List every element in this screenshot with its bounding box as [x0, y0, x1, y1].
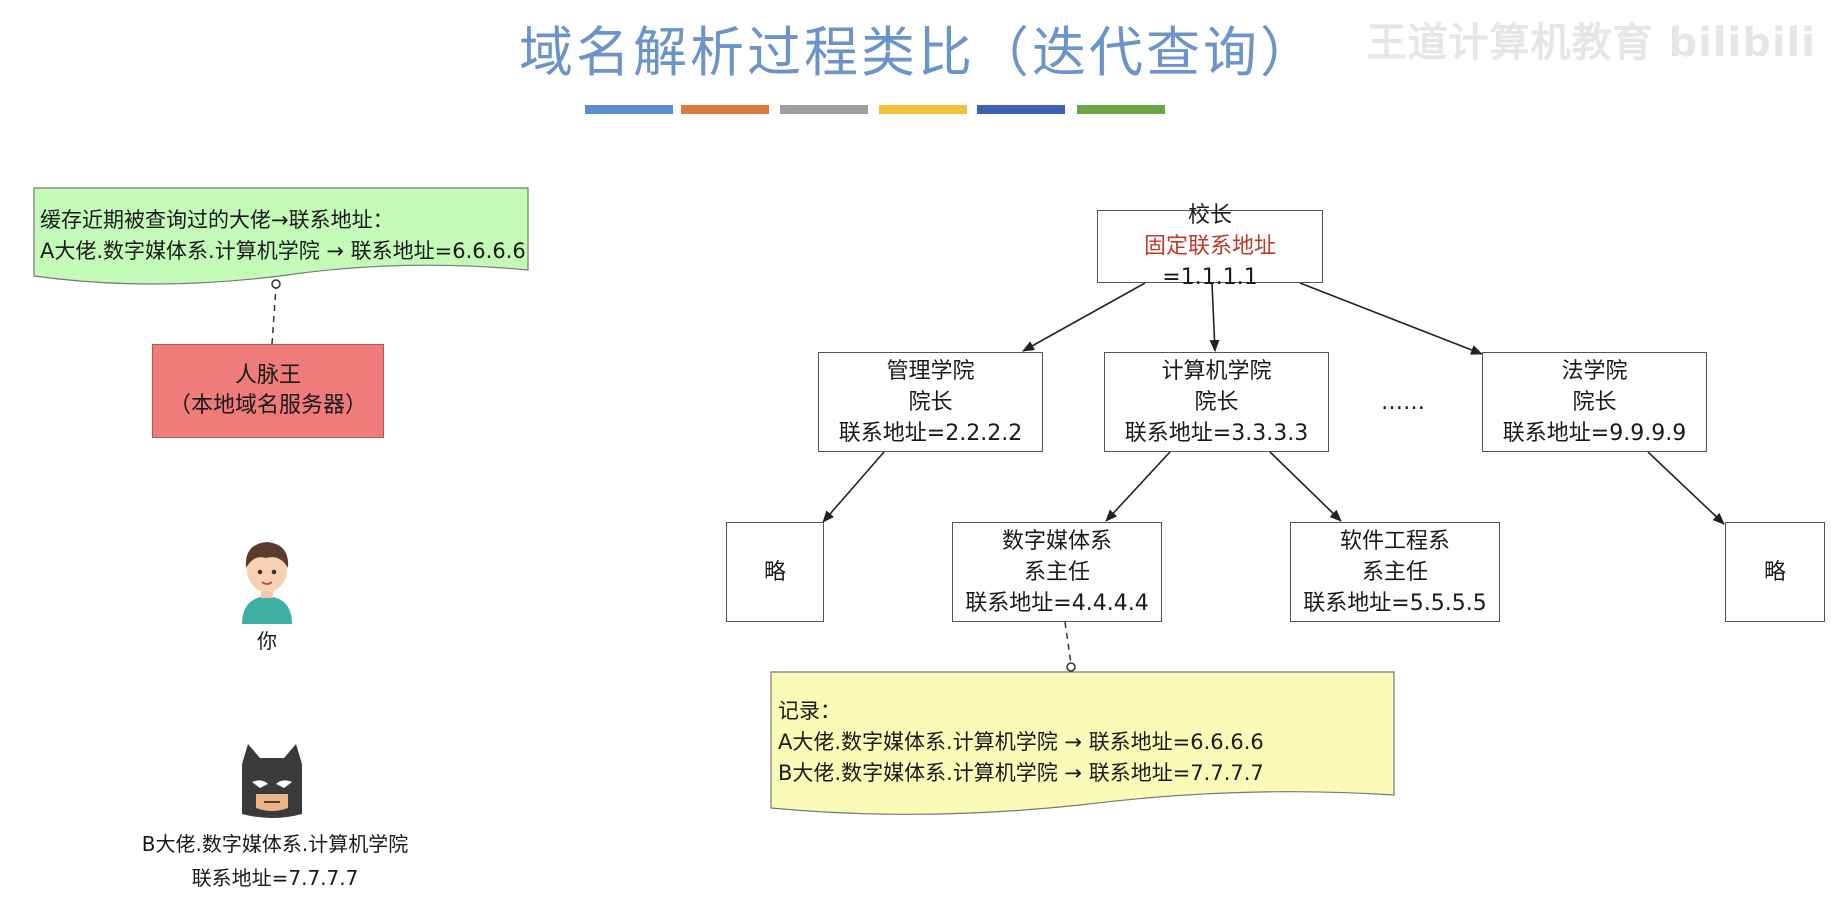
college-role: 院长 [1572, 389, 1617, 415]
college-address: 联系地址=9.9.9.9 [1502, 420, 1687, 446]
record-note-shape [770, 671, 1395, 815]
record-note-line1: 记录： [778, 699, 841, 723]
local-server-subtitle: （本地域名服务器） [168, 393, 367, 418]
arrow-root-law [1299, 282, 1483, 355]
root-address: 固定联系地址 =1.1.1.1 [1098, 231, 1322, 293]
color-bar-3 [780, 105, 868, 114]
b-person-name: B大佬.数字媒体系.计算机学院 [141, 832, 409, 856]
department-address: 联系地址=4.4.4.4 [965, 590, 1149, 616]
record-note-connector [1064, 621, 1072, 665]
cache-note-connector [271, 286, 277, 345]
color-bar-5 [977, 105, 1065, 114]
college-address: 联系地址=2.2.2.2 [838, 420, 1023, 446]
department-node-digital-media: 数字媒体系 系主任 联系地址=4.4.4.4 [952, 522, 1162, 622]
omitted-node-left: 略 [726, 522, 824, 622]
local-server-name: 人脉王 [234, 363, 301, 388]
college-role: 院长 [1194, 389, 1239, 415]
arrow-cs-software [1269, 451, 1342, 522]
cache-note-line1: 缓存近期被查询过的大佬→联系地址： [40, 208, 394, 232]
department-address: 联系地址=5.5.5.5 [1303, 590, 1487, 616]
college-node-cs: 计算机学院 院长 联系地址=3.3.3.3 [1104, 352, 1329, 452]
batman-mask-icon [242, 744, 302, 818]
cache-note-line2: A大佬.数字媒体系.计算机学院 → 联系地址=6.6.6.6 [40, 239, 526, 263]
cache-note-anchor [271, 279, 281, 289]
root-address-label: 固定联系地址 [1143, 234, 1276, 259]
color-bar-1 [585, 105, 673, 114]
root-node-principal: 校长 固定联系地址 =1.1.1.1 [1097, 203, 1323, 290]
color-bar-4 [879, 105, 967, 114]
department-title: 数字媒体系 [1001, 528, 1112, 554]
root-title: 校长 [1187, 203, 1232, 228]
college-title: 计算机学院 [1161, 358, 1272, 384]
cache-note-shape [33, 187, 529, 285]
college-title: 管理学院 [886, 358, 975, 384]
record-note-line2: A大佬.数字媒体系.计算机学院 → 联系地址=6.6.6.6 [778, 730, 1264, 754]
color-bar-2 [681, 105, 769, 114]
omitted-label: 略 [1763, 559, 1786, 585]
record-note-anchor [1066, 662, 1076, 672]
arrow-root-management [1022, 282, 1146, 352]
boy-avatar-icon [242, 542, 292, 624]
omitted-label: 略 [763, 559, 786, 585]
department-role: 系主任 [1361, 559, 1428, 585]
local-dns-server-box: 人脉王 （本地域名服务器） [152, 344, 384, 438]
college-address: 联系地址=3.3.3.3 [1124, 420, 1309, 446]
arrow-root-cs [1209, 282, 1220, 352]
root-address-value: =1.1.1.1 [1162, 265, 1258, 290]
department-title: 软件工程系 [1339, 528, 1450, 554]
color-bar-6 [1077, 105, 1165, 114]
college-title: 法学院 [1561, 358, 1628, 384]
arrow-cs-digital-media [1105, 451, 1171, 522]
department-node-software: 软件工程系 系主任 联系地址=5.5.5.5 [1290, 522, 1500, 622]
page-title: 域名解析过程类比（迭代查询） [519, 21, 1317, 84]
college-node-management: 管理学院 院长 联系地址=2.2.2.2 [818, 352, 1043, 452]
college-node-law: 法学院 院长 联系地址=9.9.9.9 [1482, 352, 1707, 452]
b-person-address: 联系地址=7.7.7.7 [191, 866, 359, 890]
record-note-line3: B大佬.数字媒体系.计算机学院 → 联系地址=7.7.7.7 [778, 761, 1264, 785]
watermark: 王道计算机教育 bilibili [1366, 20, 1816, 66]
arrow-management-omitted [822, 451, 885, 523]
more-colleges-ellipsis: …… [1381, 390, 1425, 415]
college-role: 院长 [908, 389, 953, 415]
department-role: 系主任 [1023, 559, 1090, 585]
omitted-node-right: 略 [1725, 522, 1825, 622]
arrow-law-omitted [1647, 451, 1725, 525]
you-label: 你 [257, 629, 277, 653]
